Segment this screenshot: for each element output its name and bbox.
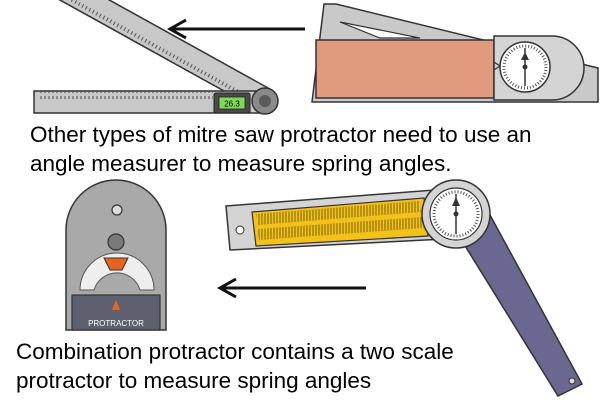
protractor-label: PROTRACTOR: [88, 319, 144, 328]
caption-bottom-line-1: Combination protractor contains a two sc…: [16, 339, 454, 364]
combination-protractor: [225, 179, 584, 397]
caption-top: Other types of mitre saw protractor need…: [30, 120, 532, 178]
caption-bottom-line-2: protractor to measure spring angles: [16, 368, 372, 393]
caption-top-line-2: angle measurer to measure spring angles.: [30, 151, 452, 176]
arrow-left-icon: [166, 18, 305, 40]
digital-angle-finder: 26.3: [33, 0, 279, 115]
mitre-saw-protractor: [311, 3, 599, 103]
lcd-display: [218, 96, 246, 110]
copper-panel: [315, 39, 495, 99]
protractor-device: PROTRACTOR: [65, 179, 167, 331]
arrow-left-icon: [216, 277, 366, 299]
caption-bottom: Combination protractor contains a two sc…: [16, 337, 454, 395]
caption-top-line-1: Other types of mitre saw protractor need…: [30, 122, 532, 147]
lcd-readout: 26.3: [224, 100, 240, 109]
